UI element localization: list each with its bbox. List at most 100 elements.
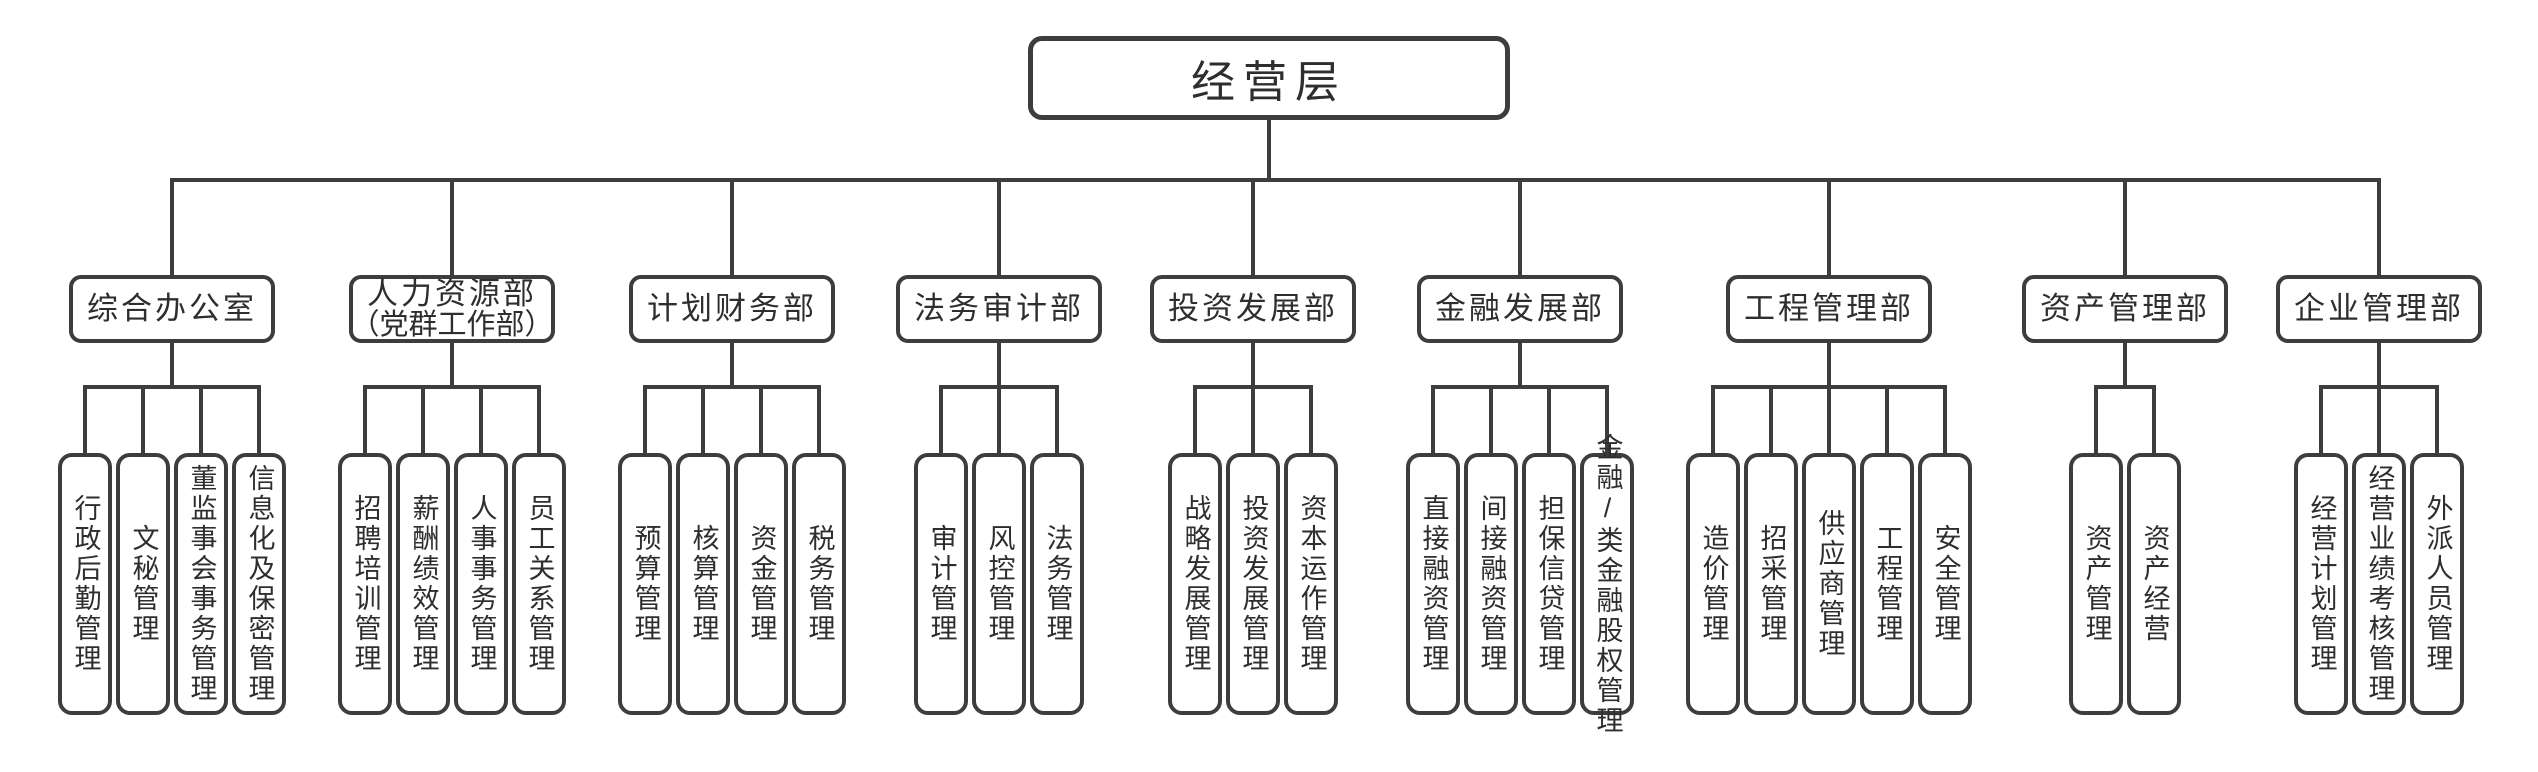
connector-line (170, 343, 174, 385)
function-node: 金融/类金融股权管理 (1580, 433, 1634, 736)
function-node-label: 战略发展管理 (1180, 494, 1211, 674)
org-chart: 经营层 综合办公室 行政后勤管理 文秘管理 董监事会事务 (32, 36, 2506, 736)
dept-node: 工程管理部 (1726, 275, 1932, 343)
function-node: 经营计划管理 (2294, 453, 2348, 715)
connector-line (421, 385, 425, 457)
function-node-label: 信息化及保密管理 (244, 464, 275, 704)
function-col: 经营业绩考核管理 (2350, 385, 2408, 715)
function-node: 预算管理 (618, 453, 672, 715)
function-col: 招采管理 (1742, 385, 1800, 715)
function-node: 供应商管理 (1802, 453, 1856, 715)
dept-asset-management: 资产管理部 资产管理 资产经营 (1998, 178, 2252, 715)
dept-financial-development: 金融发展部 直接融资管理 间接融资管理 担保信贷管理 金融/类金 (1380, 178, 1660, 736)
function-node-label: 供应商管理 (1814, 509, 1845, 659)
function-node-label: 招聘培训管理 (350, 494, 381, 674)
department-row: 综合办公室 行政后勤管理 文秘管理 董监事会事务管理 信息化及保 (32, 178, 2506, 736)
function-col: 招聘培训管理 (336, 385, 394, 715)
function-row: 行政后勤管理 文秘管理 董监事会事务管理 信息化及保密管理 (56, 385, 288, 715)
function-node-label: 资金管理 (746, 524, 777, 644)
connector-line (1827, 343, 1831, 385)
dept-legal-audit: 法务审计部 审计管理 风控管理 法务管理 (872, 178, 1126, 715)
connector-line (1489, 385, 1493, 457)
connector-line (2319, 385, 2323, 457)
function-node: 工程管理 (1860, 453, 1914, 715)
dept-node: 计划财务部 (629, 275, 835, 343)
dept-node-label: 资产管理部 (2040, 290, 2210, 326)
function-node: 投资发展管理 (1226, 453, 1280, 715)
function-node: 审计管理 (914, 453, 968, 715)
connector-line (141, 385, 145, 457)
connector-line (2123, 343, 2127, 385)
function-node-label: 人事事务管理 (466, 494, 497, 674)
connector-line (2435, 385, 2439, 457)
function-node-label: 资产管理 (2081, 524, 2112, 644)
function-col: 法务管理 (1028, 385, 1086, 715)
function-row: 招聘培训管理 薪酬绩效管理 人事事务管理 员工关系管理 (336, 385, 568, 715)
function-node-label: 风控管理 (984, 524, 1015, 644)
dept-node: 人力资源部 （党群工作部） (349, 275, 555, 343)
dept-node: 投资发展部 (1150, 275, 1356, 343)
connector-line (730, 178, 734, 279)
function-node-label: 投资发展管理 (1238, 494, 1269, 674)
function-node: 薪酬绩效管理 (396, 453, 450, 715)
function-node-label: 员工关系管理 (524, 494, 555, 674)
connector-line (537, 385, 541, 457)
connector-line (817, 385, 821, 457)
dept-node-label: 法务审计部 (914, 290, 1084, 326)
function-node-label: 经营业绩考核管理 (2364, 464, 2395, 704)
connector-line (1518, 178, 1522, 279)
function-col: 间接融资管理 (1462, 385, 1520, 715)
function-node: 风控管理 (972, 453, 1026, 715)
function-node: 担保信贷管理 (1522, 453, 1576, 715)
function-col: 预算管理 (616, 385, 674, 715)
root-node-label: 经营层 (1191, 58, 1347, 107)
function-node: 资产管理 (2069, 453, 2123, 715)
function-node-label: 薪酬绩效管理 (408, 494, 439, 674)
function-node: 文秘管理 (116, 453, 170, 715)
function-row: 预算管理 核算管理 资金管理 税务管理 (616, 385, 848, 715)
function-col: 经营计划管理 (2292, 385, 2350, 715)
function-col: 文秘管理 (114, 385, 172, 715)
function-node-label: 安全管理 (1930, 524, 1961, 644)
connector-line (997, 343, 1001, 385)
dept-node: 金融发展部 (1417, 275, 1623, 343)
connector-line (2123, 178, 2127, 279)
function-row: 战略发展管理 投资发展管理 资本运作管理 (1166, 385, 1340, 715)
function-col: 投资发展管理 (1224, 385, 1282, 715)
function-node: 员工关系管理 (512, 453, 566, 715)
function-node-label: 预算管理 (630, 524, 661, 644)
root-node-management: 经营层 (1028, 36, 1510, 120)
function-node: 招采管理 (1744, 453, 1798, 715)
function-col: 风控管理 (970, 385, 1028, 715)
function-node-label: 直接融资管理 (1418, 494, 1449, 674)
function-col: 人事事务管理 (452, 385, 510, 715)
connector-line (363, 385, 367, 457)
function-col: 核算管理 (674, 385, 732, 715)
function-node: 直接融资管理 (1406, 453, 1460, 715)
dept-human-resources: 人力资源部 （党群工作部） 招聘培训管理 薪酬绩效管理 人事事务管理 (312, 178, 592, 715)
connector-line (939, 385, 943, 457)
function-node: 安全管理 (1918, 453, 1972, 715)
connector-line (2152, 385, 2156, 457)
connector-line (1885, 385, 1889, 457)
connector-line (1309, 385, 1313, 457)
connector-line (1943, 385, 1947, 457)
connector-line (1547, 385, 1551, 457)
function-col: 担保信贷管理 (1520, 385, 1578, 715)
dept-node-label: 综合办公室 (87, 290, 257, 326)
connector-line (1827, 178, 1831, 279)
function-node: 核算管理 (676, 453, 730, 715)
function-node-label: 担保信贷管理 (1534, 494, 1565, 674)
connector-root-drop (1267, 120, 1271, 178)
connector-line (1251, 385, 1255, 457)
function-node: 法务管理 (1030, 453, 1084, 715)
dept-node-label: 金融发展部 (1435, 290, 1605, 326)
function-col: 金融/类金融股权管理 (1578, 385, 1636, 736)
connector-line (1431, 385, 1435, 457)
function-node-label: 行政后勤管理 (70, 494, 101, 674)
function-col: 外派人员管理 (2408, 385, 2466, 715)
connector-line (2377, 178, 2381, 279)
connector-line (1518, 343, 1522, 385)
function-node-label: 文秘管理 (128, 524, 159, 644)
function-node: 人事事务管理 (454, 453, 508, 715)
